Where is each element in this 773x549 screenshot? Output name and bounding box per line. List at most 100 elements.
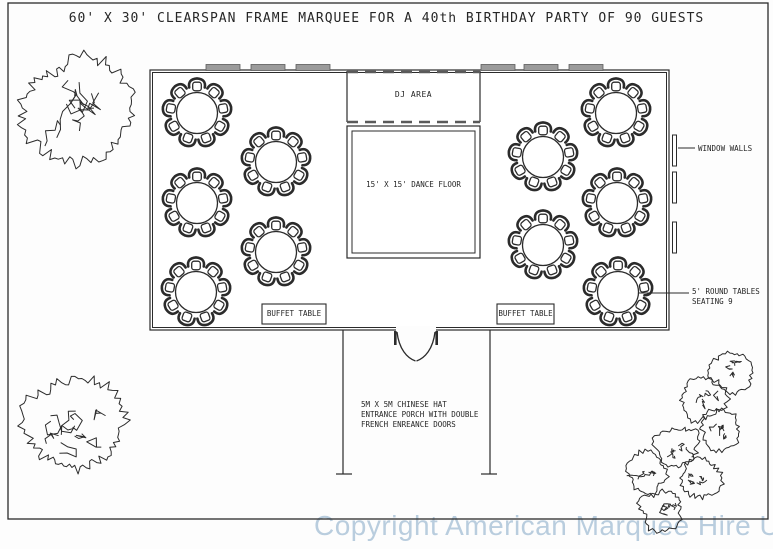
chair-back — [524, 176, 543, 192]
window-wall-bar — [672, 171, 677, 204]
chair — [161, 188, 177, 208]
chair-back — [213, 117, 230, 137]
chair — [197, 132, 216, 148]
chair — [533, 121, 553, 136]
chair-seat — [164, 282, 176, 293]
table-top — [595, 181, 639, 225]
chair-back — [205, 261, 223, 279]
chair-seat — [528, 176, 540, 188]
tree-foliage-detail — [78, 101, 96, 116]
chair — [627, 261, 645, 279]
chair — [599, 311, 618, 327]
chair — [634, 296, 651, 316]
tree-foliage-detail — [685, 447, 695, 458]
chair-back — [257, 181, 276, 197]
chair-back — [583, 117, 600, 137]
chair-back — [584, 207, 601, 227]
chair-seat — [207, 265, 219, 278]
tree-foliage-detail — [670, 502, 677, 511]
chair-seat — [587, 120, 599, 132]
chair-seat — [511, 147, 523, 158]
chair — [633, 207, 650, 227]
chair-back — [292, 166, 309, 186]
table-top — [174, 270, 218, 314]
tree-foliage-detail — [74, 433, 87, 439]
chair-seat — [208, 86, 220, 99]
tree-outline — [16, 49, 136, 170]
round-table — [507, 121, 579, 192]
chair-back — [559, 249, 576, 269]
chair-seat — [520, 130, 532, 143]
chair-seat — [595, 265, 607, 278]
chair-back — [249, 221, 267, 239]
chair-back — [507, 230, 521, 250]
buffet-table-box — [261, 303, 327, 325]
chair-seat — [619, 132, 631, 144]
chair-back — [206, 82, 224, 100]
chair-back — [633, 207, 650, 227]
chair — [197, 222, 216, 238]
chair — [507, 230, 523, 250]
tree-foliage-detail — [704, 390, 712, 397]
chair-seat — [296, 242, 308, 253]
chair-back — [627, 261, 645, 279]
chair-seat — [213, 299, 225, 311]
chair-back — [626, 172, 644, 190]
chair — [559, 161, 576, 181]
round-table — [161, 167, 233, 238]
chair-back — [590, 172, 608, 190]
plan-title: 60' X 30' CLEARSPAN FRAME MARQUEE FOR A … — [68, 11, 705, 26]
chair-back — [187, 167, 207, 179]
tree-foliage-detail — [61, 79, 78, 97]
chair-seat — [563, 235, 575, 246]
chair — [583, 117, 600, 137]
chair — [249, 221, 267, 239]
tree-foliage-detail — [717, 425, 723, 436]
chair-seat — [174, 86, 186, 99]
round-table — [580, 77, 652, 148]
chair-back — [582, 277, 596, 297]
chair — [585, 296, 602, 316]
tree-foliage-detail — [670, 450, 676, 459]
chair-back — [599, 311, 618, 327]
chair-back — [516, 126, 534, 144]
chair — [266, 216, 286, 231]
chair-seat — [174, 176, 186, 189]
chair-seat — [279, 271, 291, 283]
table-top — [254, 140, 298, 184]
chair-seat — [208, 176, 220, 189]
chair-back — [197, 132, 216, 148]
chair — [543, 264, 562, 280]
chair-seat — [514, 164, 526, 176]
chair — [243, 166, 260, 186]
chair — [606, 77, 626, 92]
chair-back — [591, 261, 609, 279]
chair-seat — [620, 222, 632, 234]
chair — [589, 82, 607, 100]
chair — [212, 296, 229, 316]
buffet-table-box — [496, 303, 555, 325]
chair-back — [617, 222, 636, 238]
tree-foliage-detail — [72, 107, 85, 132]
chair-seat — [216, 282, 228, 293]
chair-back — [240, 237, 254, 257]
chair-back — [197, 222, 216, 238]
chair-seat — [584, 103, 596, 114]
chair-seat — [538, 213, 548, 224]
chair-back — [219, 98, 233, 118]
wall-panel — [250, 64, 286, 71]
french-door-leaf-right — [416, 331, 436, 362]
chair-back — [616, 132, 635, 148]
chair-back — [639, 188, 653, 208]
chair — [169, 261, 187, 279]
chair — [285, 131, 303, 149]
chair-back — [249, 131, 267, 149]
chair-seat — [634, 210, 646, 222]
chair-back — [206, 172, 224, 190]
chair-back — [266, 216, 286, 228]
chair-seat — [560, 164, 572, 176]
chair-back — [632, 117, 649, 137]
tree-foliage-detail — [648, 470, 657, 475]
